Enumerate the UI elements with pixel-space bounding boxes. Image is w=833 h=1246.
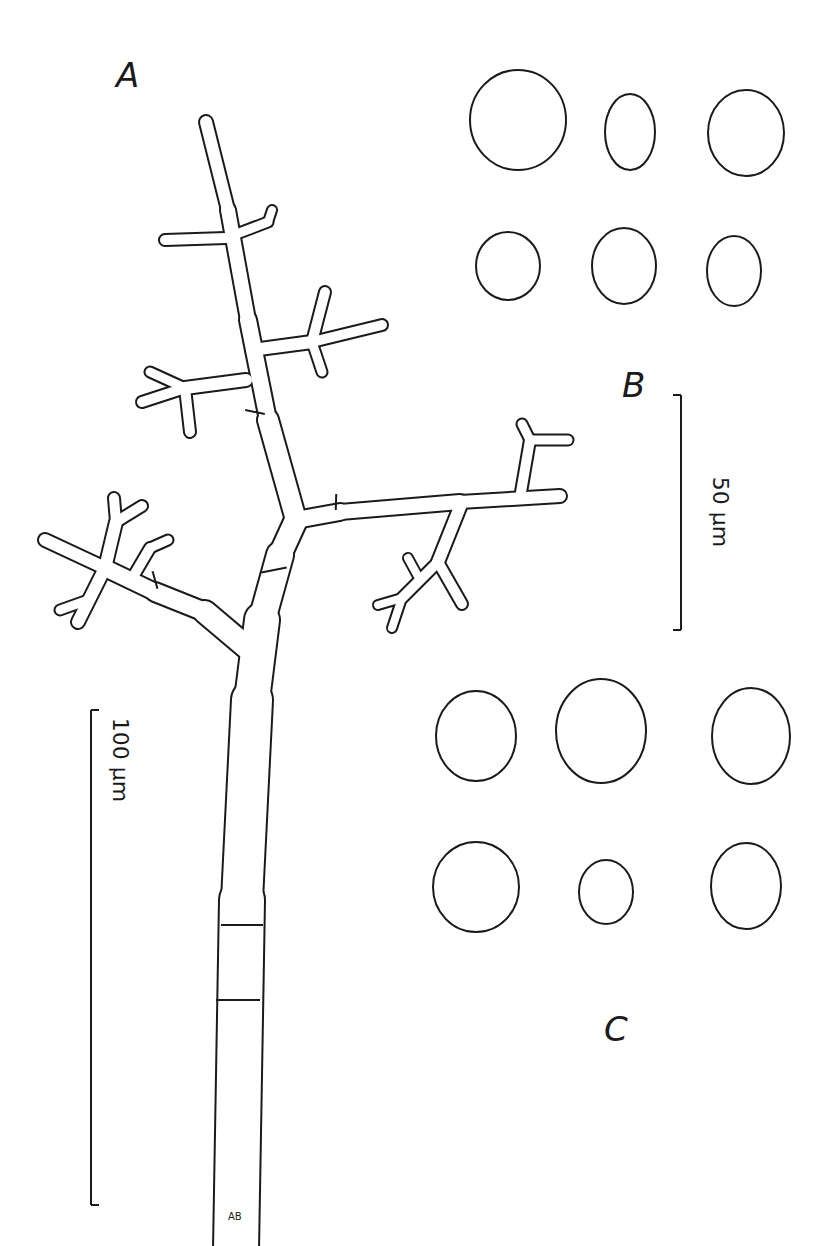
- hypha-segment: [268, 210, 272, 222]
- hypha-segment: [142, 388, 185, 402]
- scale-bar: [673, 395, 681, 630]
- hypha-segment: [206, 122, 228, 210]
- scale-label: 50 µm: [709, 477, 731, 547]
- hypha-segment: [438, 502, 462, 562]
- spore: [592, 228, 656, 304]
- scale-bars: [91, 395, 681, 1205]
- spores: [433, 70, 790, 932]
- septum: [261, 567, 286, 572]
- hypha-segment: [268, 420, 296, 520]
- figure-letter: B: [622, 368, 645, 402]
- hypha-segment: [252, 342, 312, 350]
- septum: [245, 410, 265, 414]
- figure-letter: C: [604, 1012, 628, 1046]
- spore: [556, 679, 646, 783]
- spore: [711, 843, 781, 929]
- septum: [216, 999, 260, 1001]
- hypha-segment: [105, 522, 116, 568]
- hypha-segment: [438, 562, 462, 604]
- hypha-segment: [142, 388, 185, 402]
- hypha-segment: [185, 380, 246, 388]
- septum: [221, 924, 263, 926]
- figure-letter: A: [116, 58, 139, 92]
- hypha-segment: [130, 548, 150, 582]
- hypha-segment: [185, 388, 190, 432]
- hypha-segment: [78, 568, 105, 622]
- hypha-segment: [78, 568, 105, 622]
- hypha-segment: [226, 222, 268, 238]
- spore: [605, 94, 655, 170]
- hypha-segment: [242, 700, 252, 900]
- conidiophore: [45, 122, 568, 1246]
- spore: [708, 90, 784, 176]
- scale-bar: [91, 710, 99, 1205]
- hypha-segment: [60, 600, 88, 610]
- hypha-segment: [248, 320, 268, 420]
- artist-initials: AB: [228, 1212, 242, 1222]
- hypha-segment: [165, 238, 226, 240]
- hypha-segment: [268, 210, 272, 222]
- hypha-segment: [460, 496, 560, 502]
- hypha-segment: [408, 558, 420, 580]
- spore: [579, 860, 633, 924]
- hypha-segment: [105, 522, 116, 568]
- hypha-segment: [460, 496, 560, 502]
- hypha-segment: [150, 540, 168, 548]
- hypha-segment: [312, 325, 382, 342]
- hypha-segment: [408, 558, 420, 580]
- hypha-segment: [150, 540, 168, 548]
- hypha-segment: [155, 592, 205, 612]
- septum: [335, 494, 337, 510]
- hypha-segment: [242, 700, 252, 900]
- hypha-segment: [520, 440, 530, 498]
- spore: [470, 70, 566, 170]
- hypha-segment: [340, 502, 460, 512]
- hypha-segment: [312, 342, 322, 372]
- hypha-segment: [206, 122, 228, 210]
- hypha-segment: [116, 506, 142, 522]
- spore: [436, 691, 516, 781]
- hypha-segment: [438, 562, 462, 604]
- spore: [433, 842, 519, 932]
- hypha-segment: [530, 434, 568, 447]
- hypha-segment: [268, 420, 296, 520]
- hypha-segment: [438, 502, 462, 562]
- hypha-segment: [45, 540, 105, 568]
- hypha-segment: [150, 372, 185, 388]
- hypha-segment: [312, 342, 322, 372]
- hypha-segment: [185, 380, 246, 388]
- hypha-segment: [312, 325, 382, 342]
- hypha-segment: [165, 238, 226, 240]
- spore: [707, 236, 761, 306]
- scale-label: 100 µm: [109, 718, 131, 802]
- hypha-segment: [248, 320, 268, 420]
- hypha-segment: [155, 592, 205, 612]
- septum: [153, 571, 158, 588]
- spore: [712, 688, 790, 784]
- hypha-segment: [252, 342, 312, 350]
- hypha-segment: [185, 388, 190, 432]
- hypha-segment: [340, 502, 460, 512]
- hypha-segment: [530, 436, 568, 445]
- hypha-segment: [520, 440, 530, 498]
- spore: [476, 232, 540, 300]
- hypha-segment: [116, 506, 142, 522]
- hypha-segment: [236, 900, 242, 1246]
- hypha-segment: [150, 372, 185, 388]
- hypha-segment: [378, 598, 402, 605]
- hypha-segment: [45, 540, 105, 568]
- hypha-segment: [236, 900, 242, 1246]
